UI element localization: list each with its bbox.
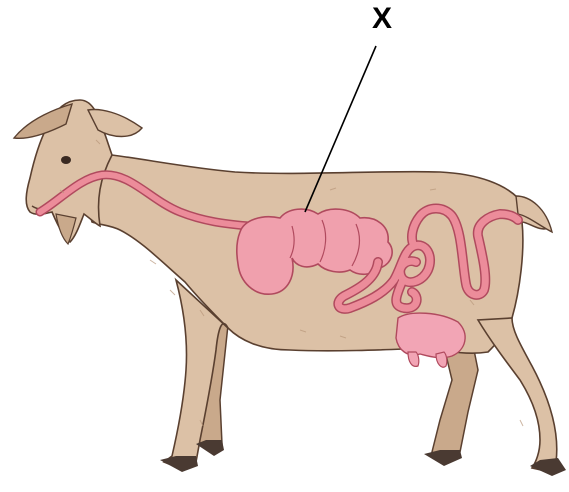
eye [61, 156, 71, 164]
far-hind-hoof [424, 450, 462, 466]
label-x: X [372, 4, 392, 34]
udder [396, 313, 465, 358]
far-front-hoof [196, 440, 224, 456]
front-hoof [160, 456, 198, 472]
teat-right [436, 352, 447, 367]
teat-left [408, 352, 419, 366]
